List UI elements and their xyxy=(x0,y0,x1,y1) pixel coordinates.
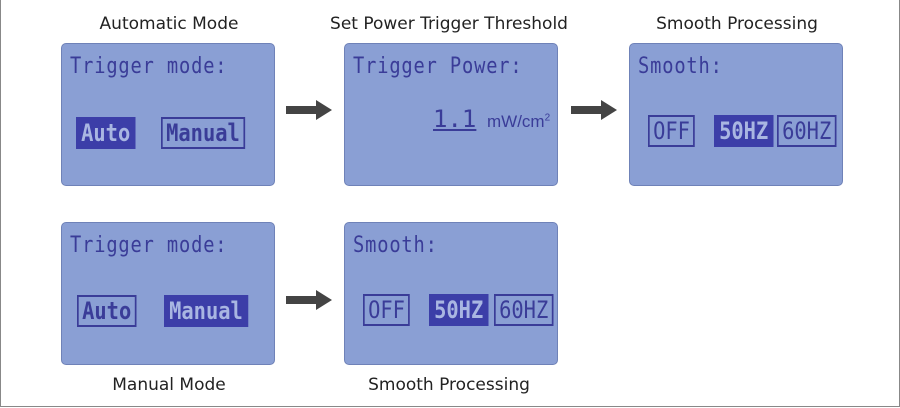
option-auto: Auto xyxy=(77,295,137,327)
lcd-title: Trigger mode: xyxy=(70,233,228,258)
arrow-right-icon xyxy=(571,100,617,120)
unit-sup: 2 xyxy=(544,112,551,124)
option-60hz: 60HZ xyxy=(777,115,837,147)
lcd-auto-mode: Trigger mode: Auto Manual xyxy=(61,43,275,186)
caption-automatic-mode: Automatic Mode xyxy=(99,14,239,34)
lcd-title: Trigger Power: xyxy=(353,54,523,79)
lcd-smooth-bottom: Smooth: OFF 50HZ 60HZ xyxy=(344,222,558,365)
power-unit: mW/cm2 xyxy=(487,112,550,132)
option-manual: Manual xyxy=(161,117,245,149)
option-off: OFF xyxy=(648,115,696,147)
lcd-manual-mode: Trigger mode: Auto Manual xyxy=(61,222,275,365)
unit-text: mW/cm xyxy=(487,112,545,131)
caption-threshold: Set Power Trigger Threshold xyxy=(330,14,568,34)
lcd-trigger-power: Trigger Power: 1.1 mW/cm2 xyxy=(344,43,558,186)
power-value: 1.1 xyxy=(433,105,477,133)
option-50hz-selected: 50HZ xyxy=(429,294,489,326)
lcd-smooth-top: Smooth: OFF 50HZ 60HZ xyxy=(629,43,843,186)
option-manual-selected: Manual xyxy=(164,295,248,327)
caption-smooth-top: Smooth Processing xyxy=(656,14,818,34)
option-50hz-selected: 50HZ xyxy=(714,115,774,147)
lcd-title: Smooth: xyxy=(353,233,438,258)
option-60hz: 60HZ xyxy=(494,294,554,326)
lcd-title: Smooth: xyxy=(638,54,723,79)
arrow-right-icon xyxy=(286,290,332,310)
lcd-title: Trigger mode: xyxy=(70,54,228,79)
caption-smooth-bottom: Smooth Processing xyxy=(368,375,530,395)
option-auto-selected: Auto xyxy=(76,117,136,149)
option-off: OFF xyxy=(363,294,411,326)
arrow-right-icon xyxy=(286,100,332,120)
caption-manual-mode: Manual Mode xyxy=(112,375,226,395)
